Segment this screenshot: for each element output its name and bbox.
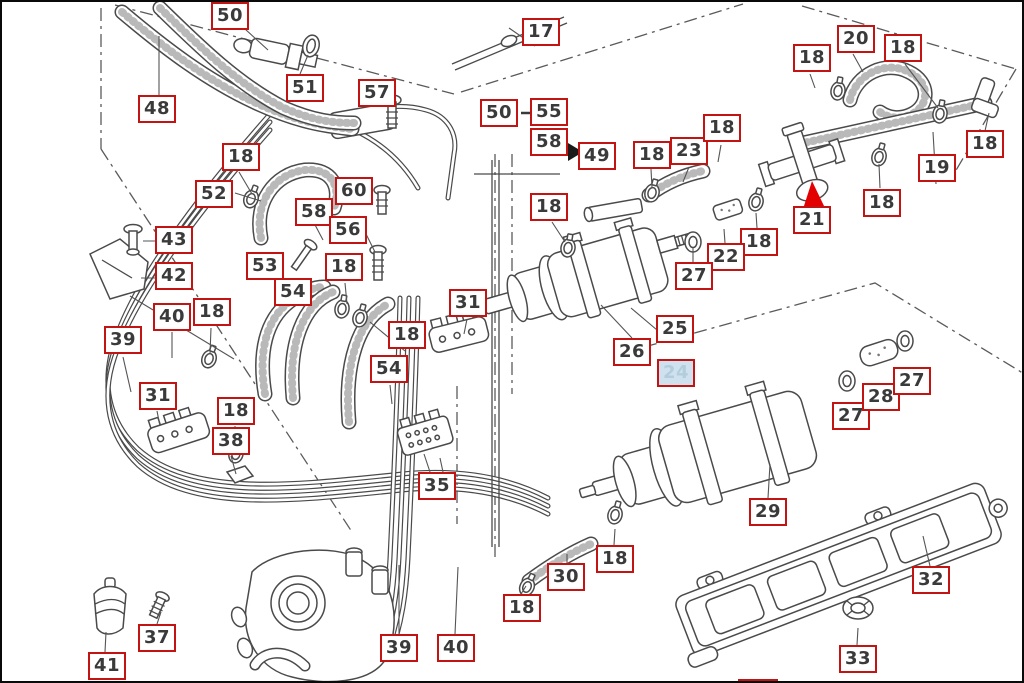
part-label-28[interactable]: 28 [862, 383, 900, 411]
part-label-18[interactable]: 18 [633, 141, 671, 169]
part-label-58[interactable]: 58 [530, 128, 568, 156]
part-label-18[interactable]: 18 [966, 130, 1004, 158]
part-label-32[interactable]: 32 [912, 566, 950, 594]
seal-ring [302, 34, 320, 58]
part-label-60[interactable]: 60 [335, 177, 373, 205]
part-label-18[interactable]: 18 [793, 44, 831, 72]
part-label-18[interactable]: 18 [222, 143, 260, 171]
part-label-18[interactable]: 18 [503, 594, 541, 622]
part-label-51[interactable]: 51 [286, 74, 324, 102]
part-label-58[interactable]: 58 [295, 198, 333, 226]
part-label-35[interactable]: 35 [418, 472, 456, 500]
grommet [842, 596, 874, 620]
skid-plate [675, 482, 1008, 668]
high-pressure-pump [230, 547, 395, 681]
part-label-18[interactable]: 18 [884, 34, 922, 62]
part-label-18[interactable]: 18 [388, 321, 426, 349]
part-label-23[interactable]: 23 [670, 137, 708, 165]
part-label-21[interactable]: 21 [793, 206, 831, 234]
part-label-43[interactable]: 43 [155, 226, 193, 254]
part-label-53[interactable]: 53 [246, 252, 284, 280]
part-label-57[interactable]: 57 [358, 79, 396, 107]
part-label-50[interactable]: 50 [211, 2, 249, 30]
part-label-38[interactable]: 38 [212, 427, 250, 455]
see-arrow [568, 143, 583, 161]
damper [93, 577, 127, 635]
bracket-38 [225, 465, 255, 484]
part-label-24[interactable]: 24 [657, 359, 695, 387]
part-label-30[interactable]: 30 [547, 563, 585, 591]
part-label-18[interactable]: 18 [703, 114, 741, 142]
part-label-22[interactable]: 22 [707, 243, 745, 271]
elbow-fitting [970, 77, 1000, 119]
part-label-49[interactable]: 49 [578, 142, 616, 170]
part-label-39[interactable]: 39 [104, 326, 142, 354]
part-label-18[interactable]: 18 [740, 228, 778, 256]
part-label-39[interactable]: 39 [380, 634, 418, 662]
part-label-40[interactable]: 40 [153, 303, 191, 331]
part-label-50[interactable]: 50 [480, 99, 518, 127]
part-label-31[interactable]: 31 [139, 382, 177, 410]
valve-cluster [290, 94, 458, 281]
union-piece [712, 198, 744, 221]
tube-stub [583, 197, 644, 223]
part-label-19[interactable]: 19 [918, 154, 956, 182]
part-label-54[interactable]: 54 [274, 278, 312, 306]
filter-element [859, 338, 899, 367]
part-label-40[interactable]: 40 [437, 634, 475, 662]
part-label-18[interactable]: 18 [863, 189, 901, 217]
part-label-29[interactable]: 29 [749, 498, 787, 526]
clip-cassette-31a [147, 406, 211, 454]
bracket-42 [89, 223, 149, 300]
part-label-52[interactable]: 52 [195, 180, 233, 208]
part-label-48[interactable]: 48 [138, 95, 176, 123]
part-label-18[interactable]: 18 [325, 253, 363, 281]
part-label-cutoff[interactable] [738, 679, 778, 681]
fuel-pump-lower [578, 380, 818, 508]
part-label-41[interactable]: 41 [88, 652, 126, 680]
part-label-18[interactable]: 18 [193, 298, 231, 326]
part-label-55[interactable]: 55 [530, 98, 568, 126]
part-label-56[interactable]: 56 [329, 216, 367, 244]
part-label-20[interactable]: 20 [837, 25, 875, 53]
part-label-25[interactable]: 25 [656, 315, 694, 343]
part-label-18[interactable]: 18 [530, 193, 568, 221]
part-label-18[interactable]: 18 [596, 545, 634, 573]
part-label-17[interactable]: 17 [522, 18, 560, 46]
red-callout-arrow [803, 181, 825, 209]
part-label-33[interactable]: 33 [839, 645, 877, 673]
screw-37 [148, 591, 170, 620]
part-label-54[interactable]: 54 [370, 355, 408, 383]
part-label-18[interactable]: 18 [217, 397, 255, 425]
clip-cassette-35 [396, 408, 454, 456]
part-label-27[interactable]: 27 [675, 262, 713, 290]
part-label-31[interactable]: 31 [449, 289, 487, 317]
part-label-42[interactable]: 42 [155, 262, 193, 290]
part-label-27[interactable]: 27 [893, 367, 931, 395]
part-label-37[interactable]: 37 [138, 624, 176, 652]
part-label-26[interactable]: 26 [613, 338, 651, 366]
